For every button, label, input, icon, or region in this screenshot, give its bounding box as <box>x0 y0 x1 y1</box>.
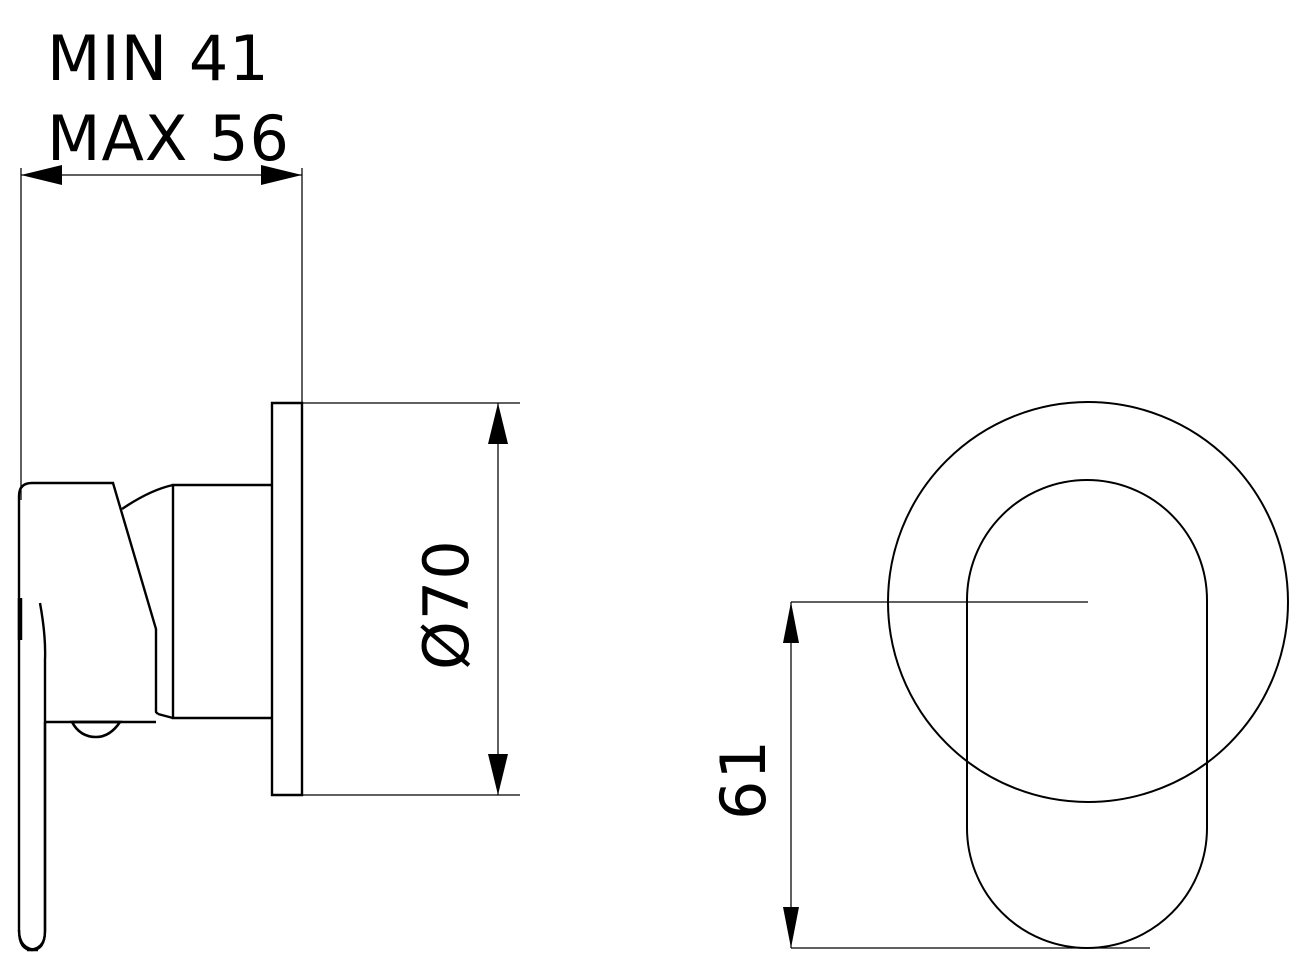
arrowhead-depth-left <box>21 165 62 185</box>
dimension-plate-diameter: Ø70 <box>300 402 520 796</box>
dimension-label-diameter: Ø70 <box>410 539 483 670</box>
handle-upper-profile <box>17 481 159 715</box>
dimension-label-max: MAX 56 <box>47 102 290 175</box>
arrowhead-depth-right <box>261 165 302 185</box>
arrowhead-diameter-top <box>488 403 508 444</box>
dimension-handle-height: 61 <box>707 602 799 948</box>
handle-stem-rounded-end <box>17 722 47 952</box>
arrowhead-handle-bottom <box>783 907 799 948</box>
dimension-label-min: MIN 41 <box>47 22 270 95</box>
handle-inner-curve <box>38 602 47 722</box>
grub-screw-recess <box>69 720 123 739</box>
side-section-view <box>17 401 304 952</box>
arrowhead-diameter-bottom <box>488 754 508 795</box>
dimension-label-handle-height: 61 <box>707 739 780 820</box>
arrowhead-handle-top <box>783 602 799 643</box>
front-elevation-view <box>791 401 1289 949</box>
cartridge-housing-profile <box>171 483 272 720</box>
handle-housing-chamfer <box>157 712 174 720</box>
dimension-depth-min-max: MIN 41 MAX 56 <box>20 22 303 500</box>
handle-shoulder-arc <box>121 483 174 510</box>
